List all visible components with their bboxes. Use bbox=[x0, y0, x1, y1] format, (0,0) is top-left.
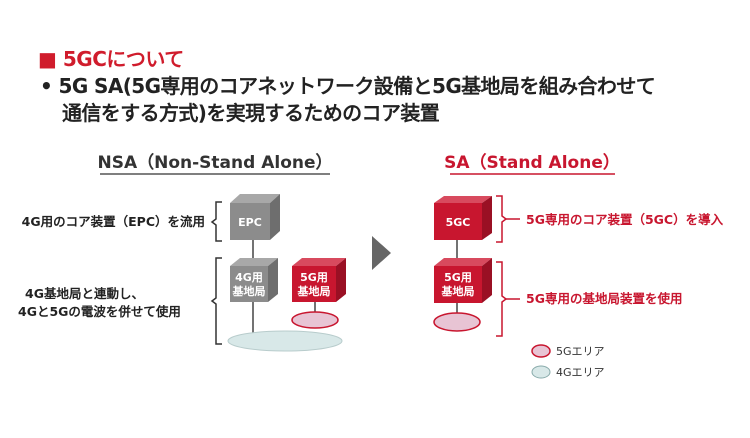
epc-box-label: EPC bbox=[238, 216, 262, 229]
brace-icon bbox=[496, 261, 508, 337]
area-5g-ellipse bbox=[291, 311, 339, 329]
section-heading: ■ 5GCについて bbox=[38, 47, 184, 71]
nsa-bs-label-1: 4G基地局と連動し、 bbox=[25, 286, 144, 301]
area-4g-ellipse bbox=[227, 330, 343, 352]
bs-5g-label-2: 基地局 bbox=[297, 284, 331, 298]
sa-title: SA（Stand Alone） bbox=[444, 152, 620, 173]
nsa-bs-label-2: 4Gと5Gの電波を併せて使用 bbox=[18, 304, 181, 319]
brace-icon bbox=[210, 201, 222, 242]
legend-5g-label: 5Gエリア bbox=[556, 345, 605, 358]
legend-4g-swatch bbox=[531, 365, 551, 379]
nsa-core-label: 4G用のコア装置（EPC）を流用 bbox=[22, 214, 205, 229]
legend-4g-label: 4Gエリア bbox=[556, 366, 605, 379]
legend: 5Gエリア 4Gエリア bbox=[531, 344, 605, 379]
sa-core-label: 5G専用のコア装置（5GC）を導入 bbox=[526, 212, 724, 227]
nsa-title: NSA（Non-Stand Alone） bbox=[97, 152, 332, 173]
5gc-box: 5GC bbox=[434, 196, 492, 240]
bs-5g-box-nsa: 5G用 基地局 bbox=[292, 258, 346, 302]
sa-bs-label-2: 基地局 bbox=[441, 284, 475, 298]
arrow-right-icon bbox=[372, 236, 391, 270]
bs-4g-label-1: 4G用 bbox=[235, 271, 263, 284]
bullet-text-line2: 通信をする方式)を実現するためのコア装置 bbox=[62, 101, 440, 125]
bullet-text-line1: • 5G SA(5G専用のコアネットワーク設備と5G基地局を組み合わせて bbox=[40, 74, 656, 98]
brace-icon bbox=[210, 257, 222, 345]
legend-5g-swatch bbox=[531, 344, 551, 358]
bs-4g-box: 4G用 基地局 bbox=[230, 258, 278, 302]
epc-box: EPC bbox=[230, 194, 280, 240]
sa-bs-label: 5G専用の基地局装置を使用 bbox=[526, 291, 682, 306]
bs-5g-box-sa: 5G用 基地局 bbox=[434, 258, 492, 303]
brace-icon bbox=[496, 195, 508, 243]
bs-4g-label-2: 基地局 bbox=[232, 284, 266, 298]
5gc-box-label: 5GC bbox=[446, 216, 471, 229]
sa-bs-label-1: 5G用 bbox=[444, 271, 472, 284]
area-5g-ellipse bbox=[433, 312, 481, 332]
bs-5g-label-1: 5G用 bbox=[300, 271, 328, 284]
